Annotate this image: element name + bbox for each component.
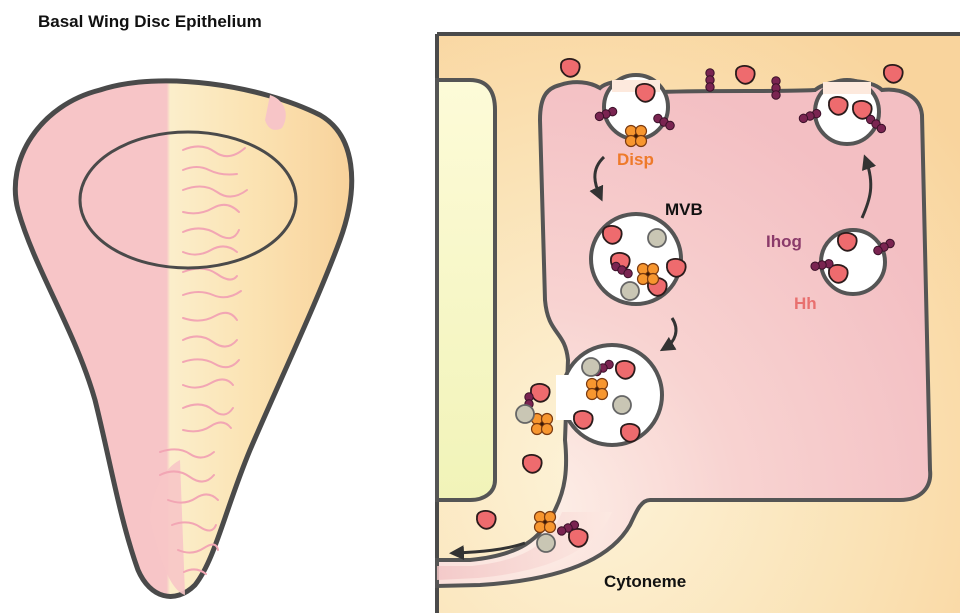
wing-disc [15,81,351,597]
cytoneme-label: Cytoneme [604,572,686,592]
hh-label: Hh [794,294,817,314]
figure-title: Basal Wing Disc Epithelium [38,12,262,32]
neighbour-cell [437,80,495,500]
disp-label: Disp [617,150,654,170]
zoom-panel [437,34,960,613]
ihog-label: Ihog [766,232,802,252]
mvb-label: MVB [665,200,703,220]
